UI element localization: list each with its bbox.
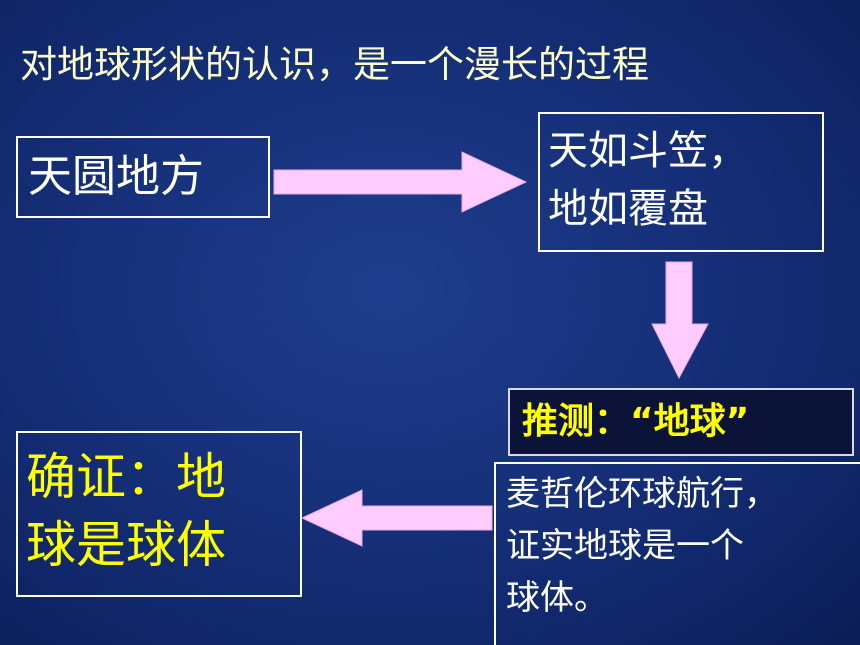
box5-line2: 球是球体	[26, 516, 226, 574]
stage-box-magellan-voyage: 麦哲伦环球航行， 证实地球是一个 球体。	[494, 462, 860, 645]
box2-line1: 天如斗笠，	[548, 128, 748, 174]
box4-line1: 麦哲伦环球航行，	[506, 474, 778, 514]
arrow-right-icon	[273, 151, 528, 213]
arrow-left-icon	[300, 489, 493, 547]
stage-box-inference-earth-sphere: 推测：“地球”	[508, 388, 854, 456]
box2-line2: 地如覆盘	[548, 186, 708, 232]
stage-box-round-sky-square-earth: 天圆地方	[16, 136, 270, 218]
box5-line1: 确证：地	[26, 448, 226, 506]
stage-box-confirmed-sphere: 确证：地 球是球体	[16, 431, 302, 597]
box4-line3: 球体。	[506, 578, 608, 618]
stage-box-sky-like-hat: 天如斗笠， 地如覆盘	[538, 112, 824, 252]
arrow-down-icon	[651, 261, 709, 380]
page-title: 对地球形状的认识，是一个漫长的过程	[20, 43, 649, 86]
box4-line2: 证实地球是一个	[506, 526, 744, 566]
